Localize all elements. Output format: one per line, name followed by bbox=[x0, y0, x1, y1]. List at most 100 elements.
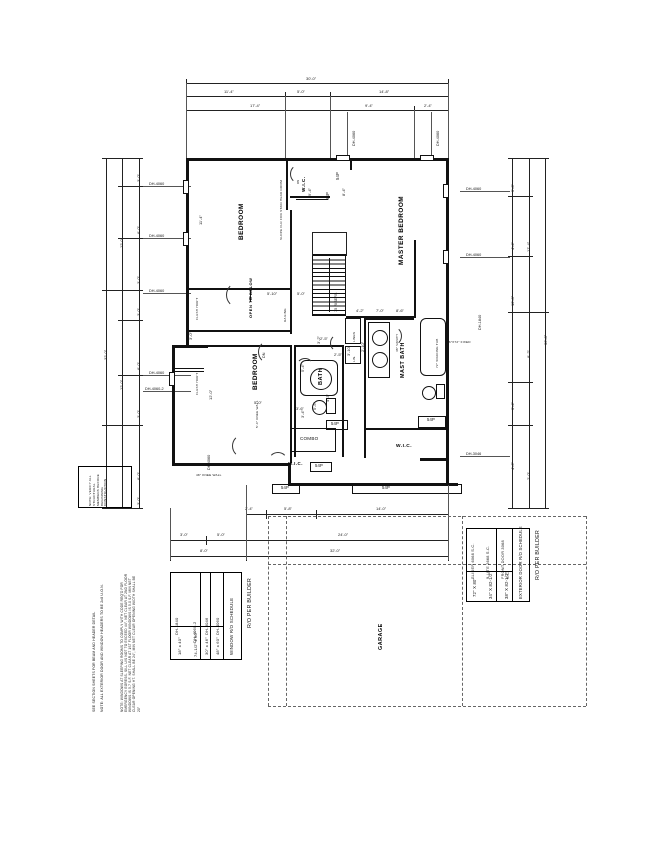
dim-mid-3: 2'-5" bbox=[320, 336, 328, 341]
dim-left-3: 12'-0" bbox=[119, 237, 124, 248]
note-structural-text: NOTE: VERIFY ALL STRUCTURAL MEMBERS BEFO… bbox=[88, 473, 108, 506]
dim-master-d: 8'-6" bbox=[396, 308, 404, 313]
label-54p-1: 54P bbox=[331, 421, 340, 426]
window-tag-left-1: DH-4060 bbox=[149, 182, 165, 186]
label-54p-4: 54P bbox=[315, 463, 324, 468]
wic-door-label: DN bbox=[296, 179, 300, 184]
door-schedule-subheading: EXTERIOR DOOR R/O SCHEDULE bbox=[518, 526, 523, 599]
dim-left-9: 3'-0" bbox=[136, 497, 141, 505]
dim-master-e: 9'-4" bbox=[307, 188, 312, 196]
window-schedule-size-3: 18" x 40" bbox=[177, 637, 182, 655]
dim-bottom-r2-2: 24'-0" bbox=[338, 532, 349, 537]
window-tag-left-4: DH-4060 bbox=[149, 371, 165, 375]
dim-mid-6: 3'-6" bbox=[296, 406, 304, 411]
label-railing: RAILING bbox=[283, 308, 287, 322]
window-schedule-heading: R/O PER BUILDER bbox=[247, 577, 253, 628]
window-tag-right-2: DH-4060 bbox=[466, 253, 482, 257]
dim-top-r1-2: 14'-8" bbox=[379, 89, 390, 94]
door-schedule-table: EXTERIOR DOOR R/O SCHEDULE FRONT DOOR 30… bbox=[466, 526, 530, 602]
dim-mid-4: 2'-5" bbox=[334, 352, 342, 357]
window-schedule-subheading: WINDOW R/O SCHEDULE bbox=[229, 597, 234, 655]
dim-left-8: 6'-0" bbox=[136, 472, 141, 480]
label-54p-6: 54P bbox=[335, 171, 340, 180]
label-fixed-window: 36"X72" FIXED bbox=[447, 340, 471, 344]
note-slope-floor: SLOPE FLR FOR STAIR HEAD ROOM bbox=[279, 180, 284, 240]
window-tag-right-1: DH-4060 bbox=[466, 187, 482, 191]
dim-right-3: 12'-0" bbox=[510, 295, 515, 306]
dim-left-overall: 32'-0" bbox=[103, 349, 108, 360]
dim-right-1: 4'-4" bbox=[510, 242, 515, 250]
dim-master-a: 8'-4" bbox=[341, 188, 346, 196]
label-flush-hdr-2: FLUSH HDR'T bbox=[195, 372, 199, 395]
label-soaking-tub: 72" SOAKING TUB bbox=[435, 338, 439, 369]
dim-right-4: 8'-2" bbox=[526, 350, 531, 358]
window-tag-right-fixed: DH-1840 bbox=[478, 314, 482, 330]
label-lin: LIN. bbox=[352, 355, 356, 362]
note-section-sheets: SEE SECTION SHEETS FOR BEAM AND HEADER D… bbox=[92, 611, 96, 712]
label-linen: LINEN bbox=[352, 331, 356, 342]
dim-bottom-r1-1: 5'-8" bbox=[284, 506, 292, 511]
label-combo: COMBO bbox=[300, 436, 319, 441]
dim-left-5: 6'-0" bbox=[136, 362, 141, 370]
dim-left-7: 12'-0" bbox=[119, 379, 124, 390]
dim-open-b: 5'-0" bbox=[297, 291, 305, 296]
window-tag-left-3: DH-4060 bbox=[149, 289, 165, 293]
label-54p-3: 54P bbox=[382, 485, 391, 490]
window-tag-left-2: DH-4060 bbox=[149, 234, 165, 238]
dim-bottom-r3-0: 8'-0" bbox=[200, 548, 208, 553]
dim-open-c: 3'-0" bbox=[188, 332, 193, 340]
note-egress: NOTE: WINDOWS AT SLEEPING ROOMS TO COMPL… bbox=[120, 573, 141, 712]
dim-left-1: 6'-0" bbox=[136, 226, 141, 234]
room-label-bedroom-2: BEDROOM bbox=[252, 353, 259, 390]
note-headers: NOTE: ALL EXTERIOR DOOR AND WINDOW HEADE… bbox=[100, 584, 104, 712]
room-label-bedroom-1: BEDROOM bbox=[238, 203, 245, 240]
door-schedule-size-0: 38" X 82-1/2" bbox=[504, 571, 509, 599]
window-schedule-size-1: 30" x 46" bbox=[204, 637, 209, 655]
dim-mid-7: 5'-0" bbox=[254, 400, 262, 405]
room-label-wic-2: W.I.C. bbox=[396, 444, 413, 449]
dim-right-7: 4'-6" bbox=[510, 462, 515, 470]
label-54p-mbath: 54P bbox=[427, 417, 436, 422]
slope-floor-text: SLOPE FLR FOR STAIR HEAD ROOM bbox=[279, 180, 283, 240]
dim-bottom-r3-1: 32'-0" bbox=[330, 548, 341, 553]
dim-left-6: 3'-0" bbox=[136, 410, 141, 418]
door-schedule-size-2: 72" X 80" bbox=[472, 577, 477, 597]
dim-open-a: 5'-10" bbox=[267, 291, 278, 296]
dim-top-overall: 30'-0" bbox=[306, 76, 317, 81]
dim-top-r2-0: 17'-4" bbox=[250, 103, 261, 108]
window-tag-right-3: DH-3046 bbox=[466, 452, 482, 456]
dim-top-r1-1: 5'-0" bbox=[297, 89, 305, 94]
dim-top-r2-1: 9'-4" bbox=[365, 103, 373, 108]
window-tag-top-2: DH-4060 bbox=[436, 130, 440, 146]
label-knee-wall-48: 48" KNEE WALL bbox=[196, 473, 222, 477]
room-label-garage: GARAGE bbox=[378, 623, 384, 650]
label-54p-5: 54P bbox=[325, 191, 330, 200]
dim-mid-8: 3'-2" bbox=[316, 336, 321, 344]
room-label-master-bath: MAST BATH bbox=[400, 342, 406, 378]
window-schedule-size-0: 48" x 60" bbox=[215, 637, 220, 655]
dim-left-4: 3'-0" bbox=[136, 308, 141, 316]
dim-left-2: 3'-0" bbox=[136, 276, 141, 284]
dim-mid-2: 3'-4" bbox=[300, 410, 305, 418]
label-flush-hdr-1: FLUSH HDR'T bbox=[195, 297, 199, 320]
window-tag-top-1: DH-4060 bbox=[352, 130, 356, 146]
dim-bottom-r1-0: 2'-4" bbox=[245, 506, 253, 511]
dim-right-0: 5'-0" bbox=[510, 184, 515, 192]
dim-top-r2-2: 2'-4" bbox=[424, 103, 432, 108]
window-schedule-table: WINDOW R/O SCHEDULE DH-4060 DH-3046 DH-4… bbox=[170, 572, 242, 660]
dim-bottom-r1-2: 14'-0" bbox=[376, 506, 387, 511]
dim-mid-5: 2'-10" bbox=[360, 341, 365, 352]
door-schedule-size-1: 34" X 82-1/2" bbox=[488, 571, 493, 599]
dim-right-6: 3'-4" bbox=[510, 402, 515, 410]
window-tag-bottom-left: DH-4060 bbox=[207, 454, 211, 470]
window-schedule-heading-cell: WINDOW R/O SCHEDULE bbox=[224, 573, 241, 659]
dim-right-2: 17'-4" bbox=[526, 241, 531, 252]
room-label-wic-3: W.I.C. bbox=[288, 461, 303, 466]
door-schedule-mark-2: SLIDER 6068 S.C. bbox=[470, 543, 475, 579]
dim-right-8: 2'-0" bbox=[526, 472, 531, 480]
dim-bottom-r2-1: 5'-0" bbox=[217, 532, 225, 537]
label-bedroom2-door: DN bbox=[262, 352, 266, 358]
door-schedule-heading: R/O PER BUILDER bbox=[535, 529, 541, 580]
window-schedule-size-2: 74-1/2" x 60" bbox=[193, 631, 198, 657]
